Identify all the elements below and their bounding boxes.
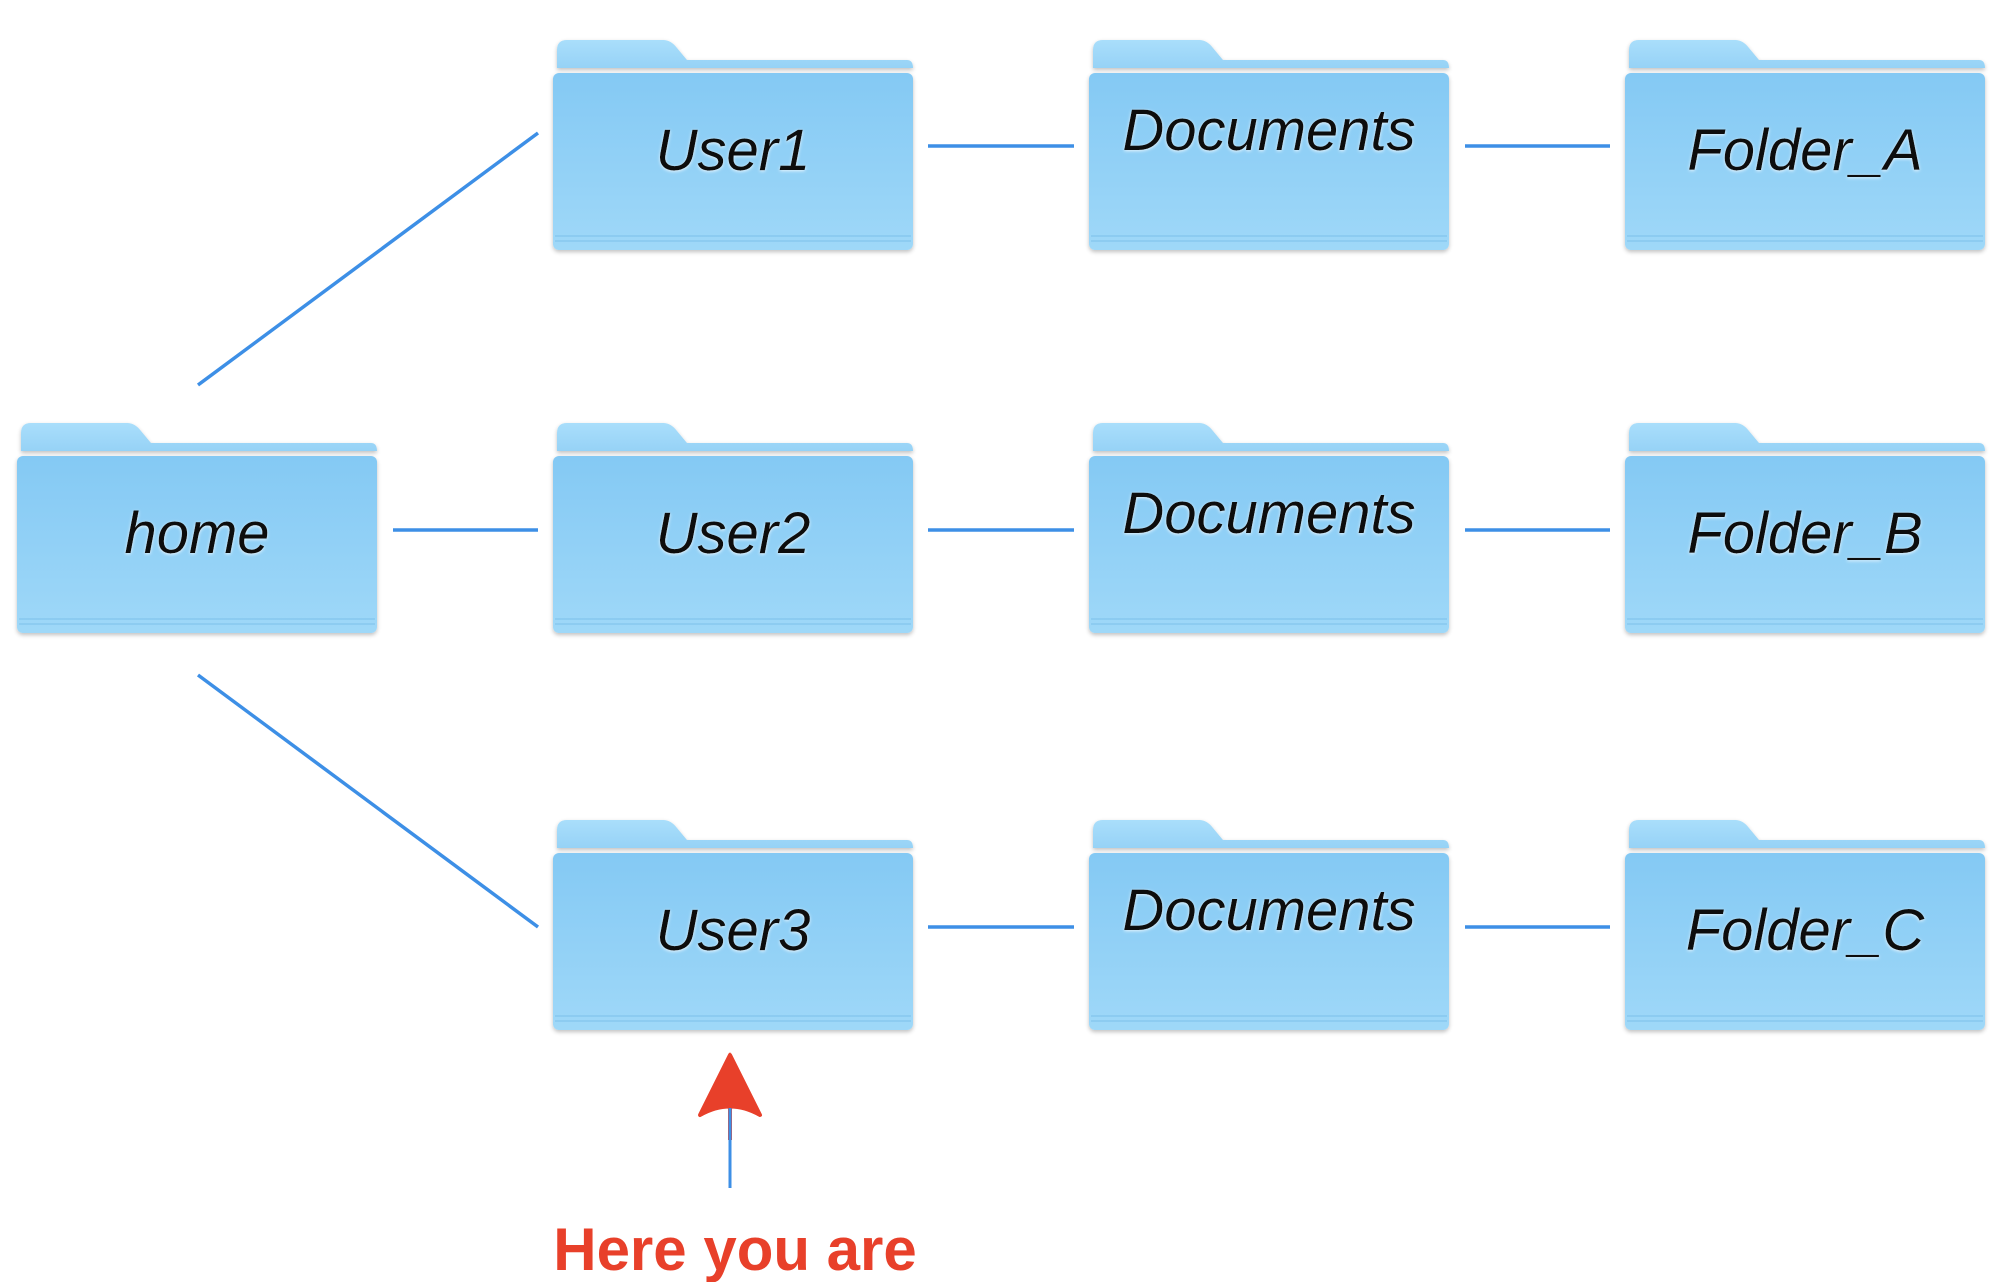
- folder-tab: [557, 820, 913, 848]
- folder-label: Documents: [1122, 481, 1415, 546]
- folder-documents2[interactable]: Documents: [1089, 423, 1449, 633]
- here-you-are-callout: Here you are: [553, 1052, 917, 1282]
- folder-tab: [1093, 40, 1449, 68]
- folder-label: User3: [656, 898, 811, 963]
- folder-label: Documents: [1122, 878, 1415, 943]
- folder-user2[interactable]: User2: [553, 423, 913, 633]
- folder-root[interactable]: home: [17, 423, 377, 633]
- folder-tab: [1629, 423, 1985, 451]
- folder-user3[interactable]: User3: [553, 820, 913, 1030]
- folder-body: [1089, 73, 1449, 250]
- folder-documents3[interactable]: Documents: [1089, 820, 1449, 1030]
- connector-root-user1: [196, 131, 540, 387]
- folder-documents1[interactable]: Documents: [1089, 40, 1449, 250]
- folder-label: Documents: [1122, 98, 1415, 163]
- connector-lines: [196, 131, 1610, 929]
- folder-body: [1089, 853, 1449, 1030]
- folder-folder_a[interactable]: Folder_A: [1625, 40, 1985, 250]
- folder-nodes: homeUser1User2User3DocumentsDocumentsDoc…: [17, 40, 1985, 1030]
- connector-root-user3: [196, 673, 540, 929]
- folder-tab: [557, 40, 913, 68]
- folder-body: [1625, 456, 1985, 633]
- folder-label: Folder_C: [1686, 898, 1926, 963]
- folder-body: [1089, 456, 1449, 633]
- folder-body: [553, 73, 913, 250]
- folder-tab: [1093, 423, 1449, 451]
- folder-label: Folder_A: [1687, 118, 1922, 183]
- folder-body: [553, 853, 913, 1030]
- arrow-head: [702, 1052, 758, 1116]
- callout-label: Here you are: [553, 1216, 917, 1282]
- folder-tab: [557, 423, 913, 451]
- folder-body: [17, 456, 377, 633]
- folder-label: User2: [656, 501, 811, 566]
- folder-tab: [1093, 820, 1449, 848]
- folder-body: [553, 456, 913, 633]
- folder-tab: [1629, 40, 1985, 68]
- folder-label: Folder_B: [1687, 501, 1922, 566]
- folder-folder_b[interactable]: Folder_B: [1625, 423, 1985, 633]
- folder-user1[interactable]: User1: [553, 40, 913, 250]
- folder-label: User1: [656, 118, 811, 183]
- folder-body: [1625, 73, 1985, 250]
- folder-tab: [21, 423, 377, 451]
- folder-folder_c[interactable]: Folder_C: [1625, 820, 1985, 1030]
- folder-body: [1625, 853, 1985, 1030]
- folder-label: home: [124, 501, 269, 566]
- folder-tab: [1629, 820, 1985, 848]
